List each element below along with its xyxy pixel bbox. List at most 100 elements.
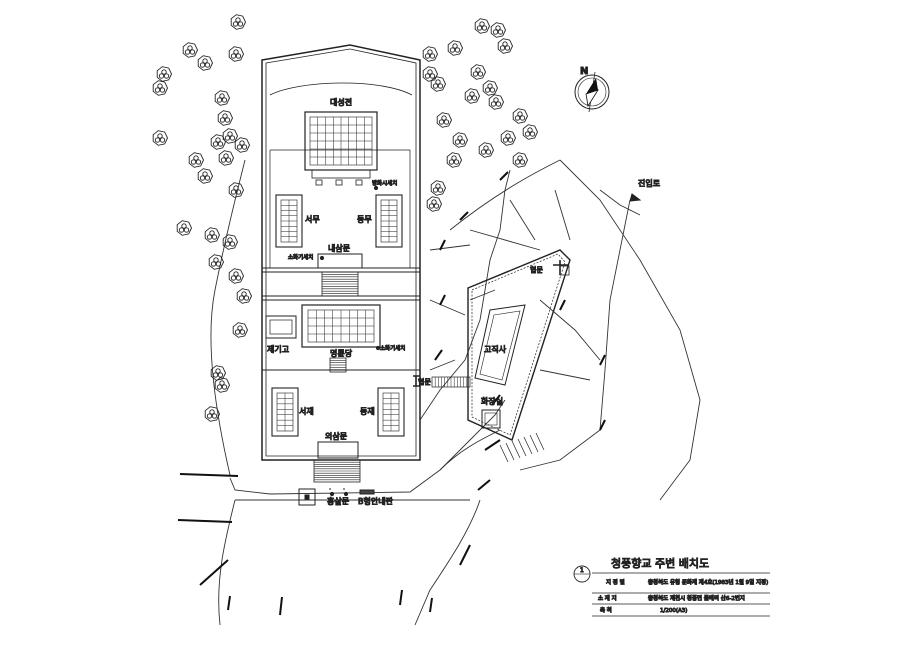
tree-inner [241,144,248,150]
hyanggyo-compound [261,44,421,461]
notice-board [359,489,375,495]
label-hyeopmun-left: 협문 [418,377,431,386]
label-dongmu: 동무 [357,215,372,224]
tree-inner [479,21,485,27]
tree-inner [499,45,506,51]
tree-symbol [422,46,438,62]
tree-outline [210,134,226,150]
fire-extinguisher-marker [375,345,381,351]
tree-inner [233,185,239,191]
tree-outline [422,46,438,62]
tree-inner [219,117,226,123]
tree-symbol [230,14,246,30]
tree-outline [204,227,220,243]
tree-outline [152,130,168,146]
row-designation-label: 지 정 별 [606,578,625,586]
tree-symbol [482,80,498,96]
tree-outline [152,80,168,96]
tree-inner [452,43,458,49]
tree-outline [474,18,490,34]
tree-inner [481,25,488,31]
tree-outline [232,322,248,338]
tree-symbol [156,66,172,82]
hatch-line [499,444,509,463]
naesammun-gate [317,253,363,297]
tree-symbol [152,80,168,96]
tree-symbol [500,130,516,146]
tree-inner [435,79,441,85]
tree-inner [221,384,228,390]
tree-symbol [222,128,238,144]
tree-symbol [474,18,490,34]
tree-inner [428,203,435,209]
tree-inner [449,47,456,53]
tree-inner [232,21,239,27]
tree-outline [522,124,538,140]
label-fire-extinguisher-2: 방화시세치 [372,179,397,187]
hatch-line [505,442,515,461]
tree-symbol [210,365,226,381]
tree-symbol [512,108,528,124]
tree-inner [505,133,511,139]
gojiksa-compound [467,249,571,463]
dongjae-building [377,387,405,437]
tree-outline [436,112,452,128]
tree-outline [214,377,230,393]
tree-symbol [490,22,506,38]
tree-symbol [197,55,213,71]
tree-inner [230,275,237,281]
tree-outline [197,168,213,184]
tree-inner [220,157,227,163]
tree-symbol [214,377,230,393]
label-toilet: 화장실 [481,396,503,406]
tree-symbol [430,180,446,196]
row-location-value: 충청북도 제천시 청풍면 물태리 산6-2번지 [648,594,745,602]
tree-inner [237,21,244,27]
tree-inner [497,29,504,35]
tree-inner [432,83,439,89]
tree-inner [224,117,231,123]
tree-inner [448,159,455,165]
tree-inner [221,97,228,103]
tree-inner [454,139,461,145]
tree-inner [159,137,166,143]
tree-inner [161,69,167,75]
tree-inner [476,25,483,31]
tree-outline [204,406,220,422]
tree-inner [223,153,229,159]
tree-outline [176,220,192,236]
hongsalmun-gate [329,488,349,497]
tree-outline [210,365,226,381]
slope-hatches [177,171,606,616]
tree-symbol [522,124,538,140]
tree-inner [229,135,236,141]
tree-outline [230,14,246,30]
tree-inner [517,155,523,161]
tree-symbol [228,268,244,284]
tree-inner [432,187,439,193]
tree-inner [493,97,499,103]
tree-outline [228,46,244,62]
tree-inner [225,157,232,163]
tree-outline [156,66,172,82]
hyeopmun-side-gate [413,375,471,388]
hatch-line [523,436,533,455]
label-dongjae: 동재 [360,407,375,416]
tree-outline [188,152,204,168]
tree-inner [215,261,222,267]
tree-inner [437,187,444,193]
tree-symbol [222,234,238,250]
tree-outline [482,80,498,96]
tree-inner [224,241,231,247]
tree-outline [500,130,516,146]
title-number: 1 [580,567,584,574]
tree-inner [489,87,496,93]
tree-inner [239,329,246,335]
tree-symbol [210,134,226,150]
tree-inner [212,141,219,147]
tree-inner [157,83,163,89]
tree-outline [222,234,238,250]
plan-labels: 대성전 서무 동무 내삼문 소화기세치 방화시세치 소화기세치 제기고 명륜당 … [267,97,661,507]
tree-inner [215,368,221,374]
